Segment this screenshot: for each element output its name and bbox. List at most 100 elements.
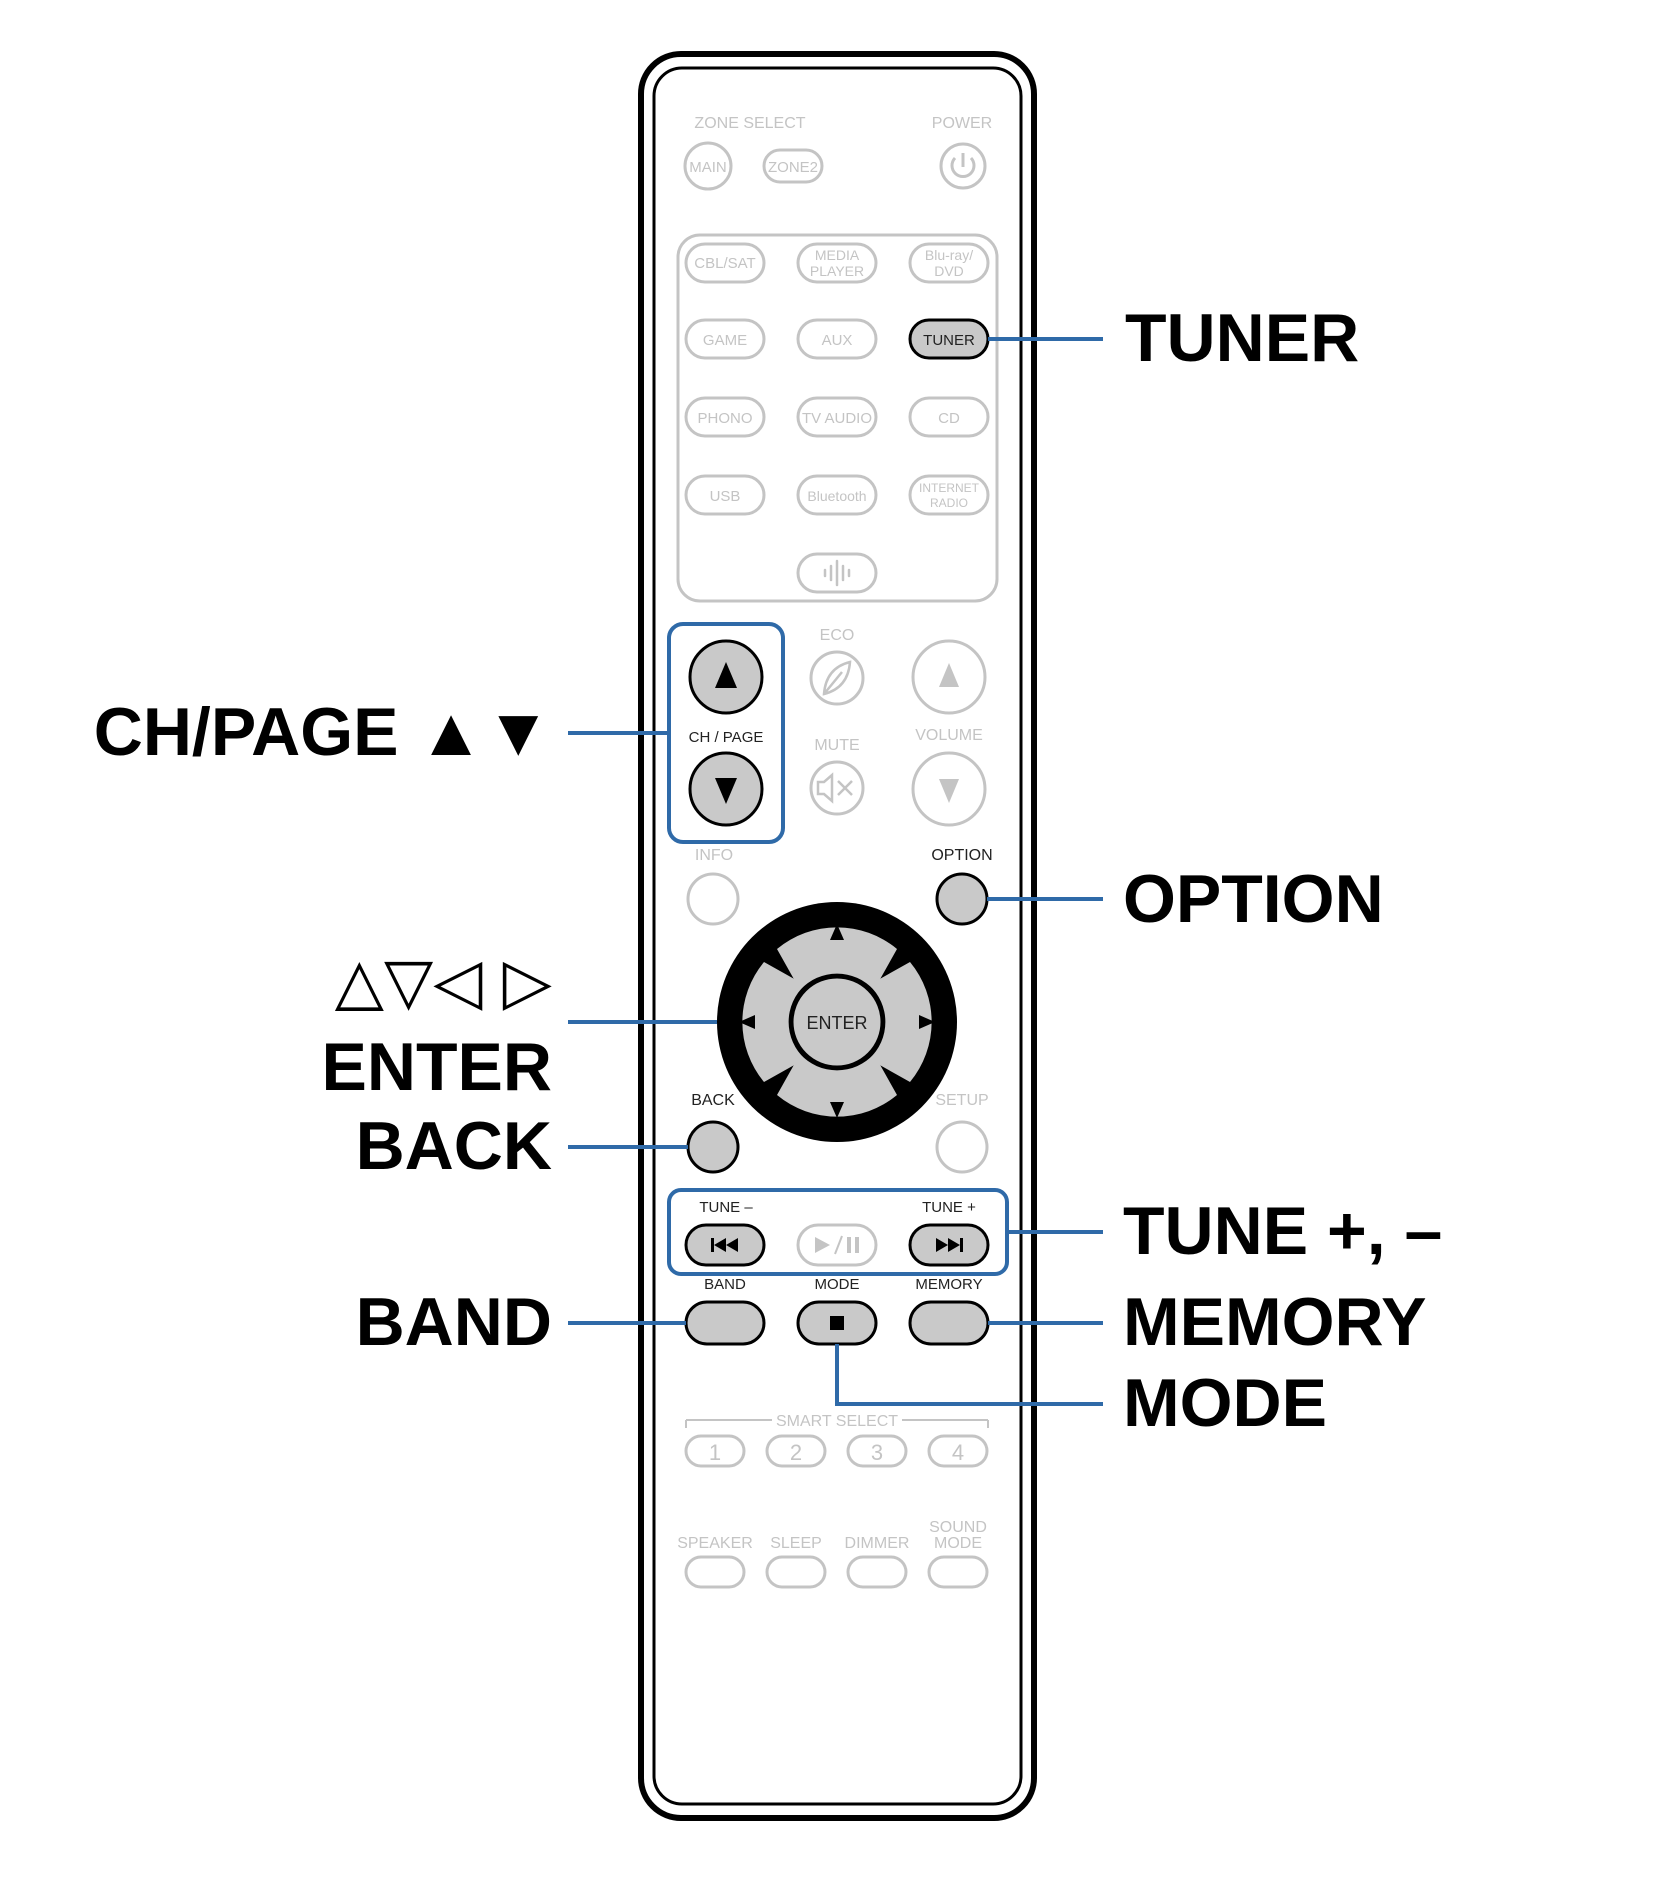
back-button[interactable] [686,1120,740,1174]
phono-button[interactable] [684,396,766,438]
ch-down-arrow-icon [715,778,737,804]
bluray-button[interactable] [908,242,990,284]
dimmer-label: DIMMER [845,1535,910,1552]
mode-label: MODE [815,1276,860,1293]
volume-up-icon [939,663,959,687]
power-label: POWER [932,115,992,132]
info-label: INFO [695,847,733,864]
setup-button[interactable] [935,1120,989,1174]
volume-down-button[interactable] [911,751,987,827]
volume-up-button[interactable] [911,639,987,715]
dpad-down-button[interactable] [777,1054,897,1117]
skip-forward-icon [936,1238,963,1252]
speaker-button[interactable] [684,1555,746,1589]
band-label: BAND [704,1276,746,1293]
media-player-button[interactable] [796,242,878,284]
option-label: OPTION [931,847,992,864]
zone2-button-label: ZONE2 [768,159,818,176]
main-button[interactable] [683,141,733,191]
mute-button[interactable] [809,760,865,816]
smart-select-section: SMART SELECT 1 2 3 4 [684,1413,989,1468]
internet-radio-label-1: INTERNET [919,481,980,495]
sleep-button[interactable] [765,1555,827,1589]
cbl-sat-label: CBL/SAT [694,255,755,272]
play-pause-button[interactable] [796,1223,878,1267]
main-button-label: MAIN [689,159,727,176]
tuner-label: TUNER [923,332,975,349]
ch-page-label: CH / PAGE [689,729,764,746]
mode-callout: MODE [1123,1365,1327,1441]
mute-label: MUTE [814,737,859,754]
dpad-up-button[interactable] [777,927,897,990]
cursor-arrows-callout: △▽◁ ▷ [335,945,552,1019]
smart-1-button[interactable] [684,1434,746,1468]
option-button[interactable] [935,872,989,926]
enter-label: ENTER [806,1013,867,1033]
dpad-right-button[interactable] [869,962,932,1082]
heos-button[interactable] [796,552,878,594]
zone-power-section: ZONE SELECT POWER MAIN ZONE2 [683,115,992,191]
speaker-label: SPEAKER [677,1535,753,1552]
media-player-label-2: PLAYER [810,263,864,279]
volume-label: VOLUME [915,727,983,744]
bluetooth-button[interactable] [796,474,878,516]
aux-button[interactable] [796,318,878,360]
game-button[interactable] [684,318,766,360]
bluray-label-1: Blu-ray/ [925,247,973,263]
callout-labels: TUNER CH/PAGE ▲▼ OPTION △▽◁ ▷ ENTER BACK… [94,300,1443,1441]
option-callout: OPTION [1123,861,1384,937]
zone2-button[interactable] [762,148,824,184]
enter-callout: ENTER [322,1029,552,1105]
callout-lines [568,337,1103,1406]
enter-button[interactable] [790,975,884,1069]
volume-down-icon [939,779,959,803]
internet-radio-label-2: RADIO [930,496,968,510]
game-label: GAME [703,332,747,349]
source-panel [676,233,999,603]
mute-icon [816,772,853,804]
sound-mode-label-1: SOUND [929,1519,987,1536]
internet-radio-button[interactable] [908,474,990,516]
tv-audio-button[interactable] [796,396,878,438]
smart-3-label: 3 [871,1440,883,1465]
memory-button[interactable] [908,1300,990,1346]
cd-button[interactable] [908,396,990,438]
eco-button[interactable] [809,650,865,706]
band-button[interactable] [684,1300,766,1346]
dpad-left-icon [739,1015,755,1029]
cbl-sat-button[interactable] [684,242,766,284]
back-label: BACK [691,1092,735,1109]
sound-mode-label-2: MODE [934,1535,982,1552]
sound-mode-button[interactable] [927,1555,989,1589]
media-player-label-1: MEDIA [815,247,860,263]
smart-2-button[interactable] [765,1434,827,1468]
remote-inner-shell [652,66,1023,1806]
leaf-icon [822,660,852,696]
band-callout: BAND [356,1284,552,1360]
smart-4-button[interactable] [927,1434,989,1468]
phono-label: PHONO [697,410,752,427]
dpad-left-button[interactable] [742,962,805,1082]
dpad-right-icon [919,1015,935,1029]
back-setup-section: BACK SETUP [686,1092,989,1174]
power-button[interactable] [939,142,987,190]
mode-leader-line [835,1344,1103,1406]
bluetooth-label: Bluetooth [807,488,866,504]
info-button[interactable] [686,872,740,926]
back-callout: BACK [356,1108,552,1184]
dimmer-button[interactable] [846,1555,908,1589]
bluray-label-2: DVD [934,263,964,279]
info-option-section: INFO OPTION [686,847,993,926]
smart-3-button[interactable] [846,1434,908,1468]
dpad-up-icon [830,924,844,940]
memory-callout: MEMORY [1123,1284,1426,1360]
bottom-buttons-section: SPEAKER SLEEP DIMMER SOUND MODE [677,1519,989,1589]
stop-icon [830,1316,844,1330]
tv-audio-label: TV AUDIO [802,410,872,427]
dpad-segments [742,927,932,1117]
usb-button[interactable] [684,474,766,516]
cd-label: CD [938,410,960,427]
ch-up-arrow-icon [715,662,737,688]
